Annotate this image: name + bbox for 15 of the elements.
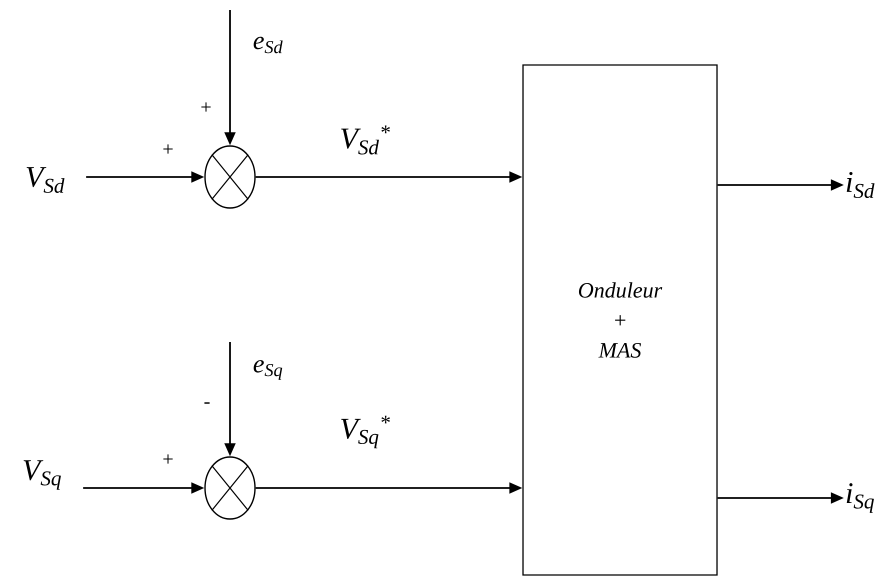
edge-label: V$_{Sq}$* [341, 416, 390, 448]
process-box: Onduleur + MAS [522, 64, 718, 576]
sign-label: - [204, 402, 210, 404]
summing-junction [204, 456, 256, 520]
summing-junction [204, 145, 256, 209]
edge-label: V$_{Sd}$* [341, 126, 390, 154]
output-label: i$_{Sq}$ [846, 483, 874, 513]
sign-label: + [163, 454, 173, 464]
edge-label: e$_{Sd}$ [254, 36, 283, 54]
output-label: i$_{Sd}$ [846, 172, 874, 198]
sign-label: + [163, 144, 173, 154]
edge-label: e$_{Sq}$ [254, 360, 282, 380]
input-label: V$_{Sq}$ [24, 460, 61, 490]
sign-label: + [201, 102, 211, 112]
input-label: V$_{Sd}$ [26, 167, 64, 193]
